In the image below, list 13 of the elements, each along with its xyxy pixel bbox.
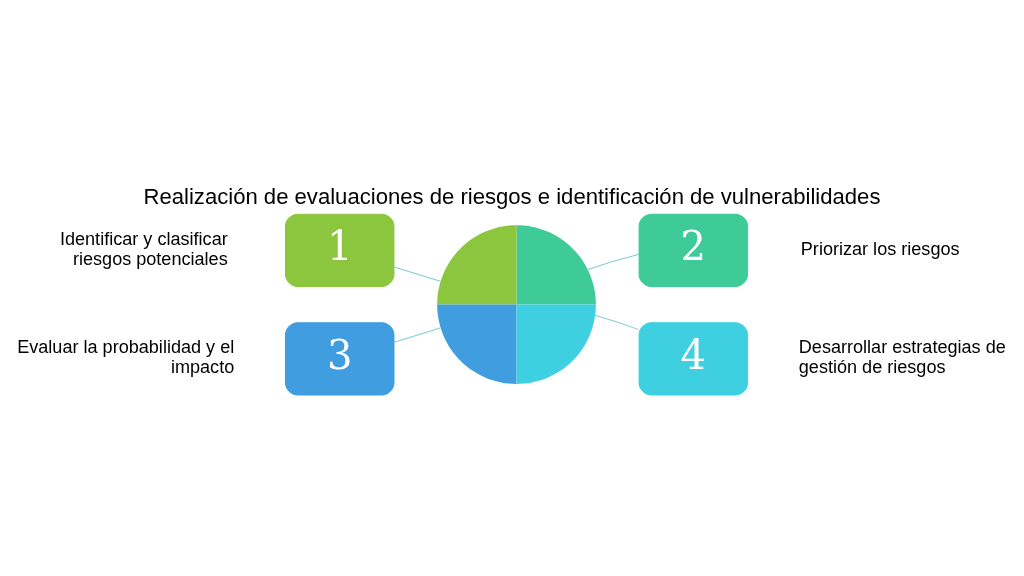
node-box: 4 <box>638 321 749 395</box>
connector <box>594 314 640 330</box>
connector <box>393 326 442 343</box>
node-label: Evaluar la probabilidad y el impacto <box>17 336 235 377</box>
connector <box>587 253 640 270</box>
connector <box>393 265 442 282</box>
node-box: 2 <box>638 213 749 287</box>
node-label: Desarrollar estrategias de gestión de riesgos <box>798 336 1006 377</box>
node-label: Identificar y clasificar riesgos potenciales <box>59 228 228 269</box>
node-box: 3 <box>284 321 395 395</box>
diagram-title: Realización de evaluaciones de riesgos e identificación de vulnerabilidades <box>143 183 881 209</box>
node-box: 1 <box>284 213 395 287</box>
node-label: Priorizar los riesgos <box>800 238 960 259</box>
